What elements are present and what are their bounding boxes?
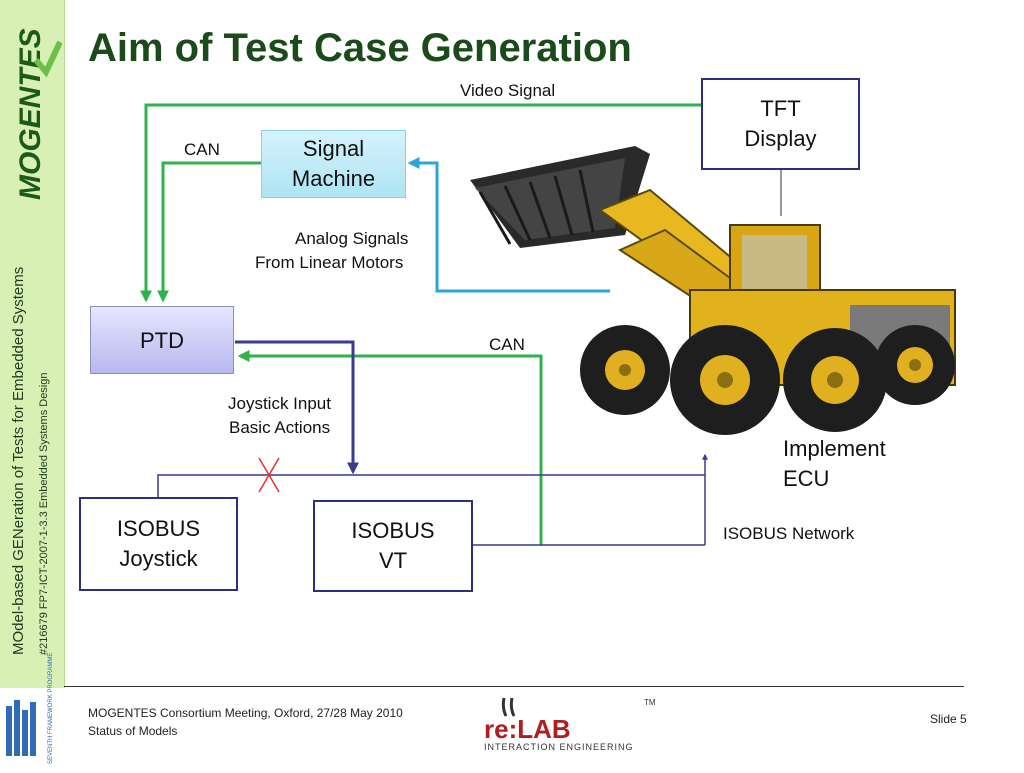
can-line-mid xyxy=(237,350,543,545)
analog-signals-label-2: From Linear Motors xyxy=(255,253,404,272)
wheel-loader-image xyxy=(470,146,956,435)
mogentes-check-icon xyxy=(33,40,62,78)
relab-tagline: INTERACTION ENGINEERING xyxy=(484,742,634,752)
joystick-input-label-1: Joystick Input xyxy=(228,394,331,413)
analog-signals-line xyxy=(407,157,610,293)
isobus-vt-box: ISOBUS VT xyxy=(313,500,473,592)
relab-mark-icon xyxy=(501,697,516,717)
video-signal-label: Video Signal xyxy=(460,81,556,100)
can-label-mid: CAN xyxy=(489,335,525,354)
fp7-logo: SEVENTH FRAMEWORK PROGRAMME xyxy=(0,653,64,768)
tft-display-box: TFT Display xyxy=(701,78,860,170)
trademark: TM xyxy=(644,698,656,707)
relab-wordmark: re:LAB xyxy=(484,714,571,744)
sidebar: MOGENTES MOdel-based GENeration of Tests… xyxy=(0,0,65,688)
can-label-top: CAN xyxy=(184,140,220,159)
isobus-joystick-box: ISOBUS Joystick xyxy=(79,497,238,591)
joystick-input-label-2: Basic Actions xyxy=(229,418,331,437)
implement-ecu-label: Implement ECU xyxy=(783,436,886,491)
signal-machine-box: Signal Machine xyxy=(261,130,406,198)
relab-logo: re:LAB INTERACTION ENGINEERING TM xyxy=(478,696,658,756)
slide-number: Slide 5 xyxy=(930,712,967,726)
footer-meeting: MOGENTES Consortium Meeting, Oxford, 27/… xyxy=(88,706,403,720)
ptd-box: PTD xyxy=(90,306,234,374)
fp7-logo-text: SEVENTH FRAMEWORK PROGRAMME xyxy=(48,652,54,764)
joystick-input-line xyxy=(235,340,359,475)
footer-divider xyxy=(64,686,964,687)
video-signal-line xyxy=(140,103,702,303)
page-title: Aim of Test Case Generation xyxy=(88,26,632,70)
isobus-network-line xyxy=(157,474,705,497)
footer-status: Status of Models xyxy=(88,724,178,738)
analog-signals-label-1: Analog Signals xyxy=(295,229,409,248)
isobus-network-label: ISOBUS Network xyxy=(723,524,855,543)
can-line-top xyxy=(157,161,262,303)
